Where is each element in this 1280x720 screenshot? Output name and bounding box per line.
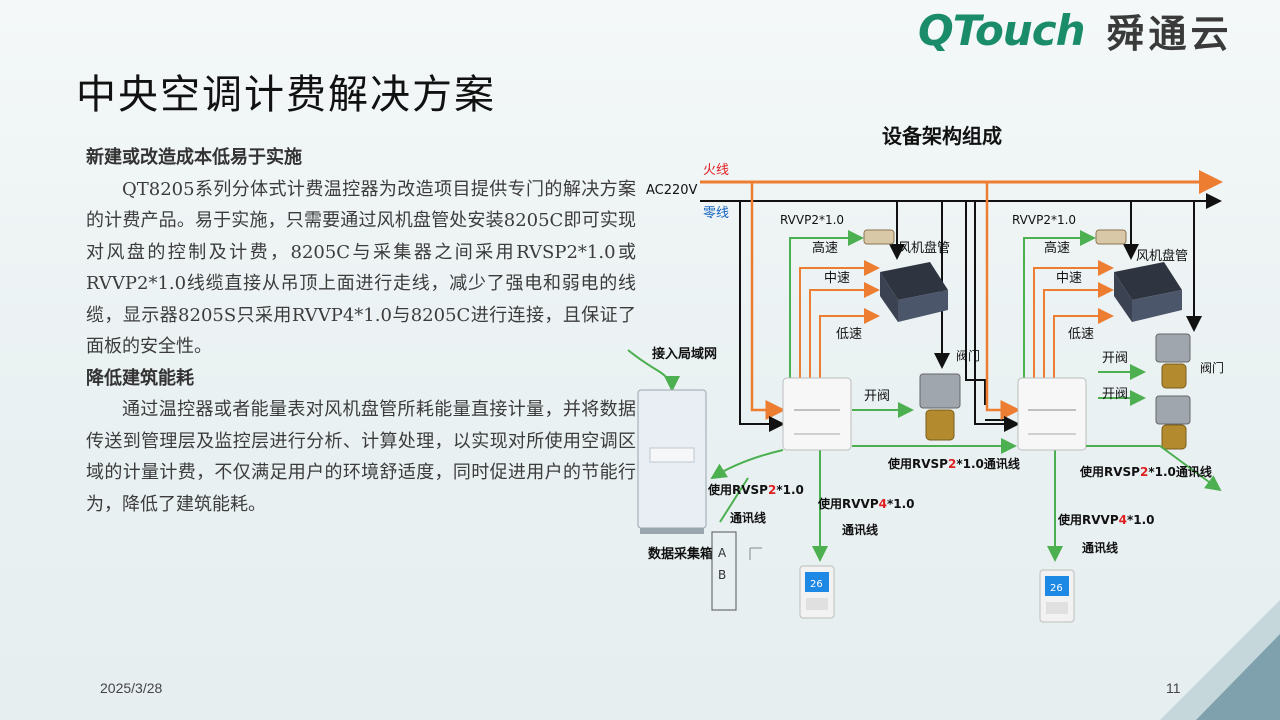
open-valve-label-3: 开阀 (1102, 387, 1128, 402)
group2-wiring (974, 182, 1202, 562)
display-temp-2: 26 (1050, 583, 1063, 594)
lan-label: 接入局域网 (652, 346, 717, 362)
footer-date: 2025/3/28 (100, 680, 163, 696)
fan-coil-label-2: 风机盘管 (1136, 248, 1188, 264)
comm-label-b: 使用RVVP4*1.0 (817, 496, 915, 511)
speed-sensor-1 (863, 229, 895, 245)
fan-coil-unit-2 (1114, 262, 1182, 322)
fan-coil-unit-1 (880, 262, 948, 322)
diagram-title: 设备架构组成 (882, 124, 1002, 148)
display-panel-2 (1039, 569, 1075, 623)
corner-decoration (1160, 600, 1280, 720)
open-valve-label-1: 开阀 (864, 389, 890, 404)
display-temp-1: 26 (810, 579, 823, 590)
bus-label-b: B (718, 568, 726, 582)
high-speed-label-2: 高速 (1044, 240, 1070, 256)
section1-body: QT8205系列分体式计费温控器为改造项目提供专门的解决方案的计费产品。易于实施… (86, 178, 636, 358)
logo-chinese: 舜通云 (1106, 11, 1233, 56)
slide-title: 中央空调计费解决方案 (76, 72, 496, 118)
high-speed-label-1: 高速 (812, 240, 838, 256)
collector-label: 数据采集箱 (648, 546, 713, 562)
valve-2a (1155, 333, 1191, 389)
rvvp-label-1: RVVP2*1.0 (780, 213, 844, 227)
open-valve-label-2: 开阀 (1102, 351, 1128, 366)
section2-heading: 降低建筑能耗 (86, 367, 194, 389)
valve-label-2: 阀门 (1200, 360, 1224, 375)
neutral-line-label: 零线 (703, 206, 729, 221)
thermostat-controller-1 (782, 377, 852, 451)
data-collector-box (637, 389, 707, 534)
bus-label-a: A (718, 546, 727, 560)
section1-heading: 新建或改造成本低易于实施 (86, 147, 302, 168)
text-content: 新建或改造成本低易于实施 QT8205系列分体式计费温控器为改造项目提供专门的解… (86, 142, 636, 520)
logo-english: QTouch (918, 5, 1085, 55)
comm-label-a: 使用RVSP2*1.0 (707, 482, 804, 497)
rvvp-label-2: RVVP2*1.0 (1012, 213, 1076, 227)
low-speed-label-2: 低速 (1068, 327, 1094, 342)
comm-line-b: 通讯线 (842, 522, 878, 537)
low-speed-label-1: 低速 (836, 327, 862, 342)
mid-speed-label-2: 中速 (1056, 271, 1082, 286)
ac-label: AC220V (646, 183, 698, 198)
thermostat-controller-2 (1017, 377, 1087, 451)
comm-label-e: 使用RVVP4*1.0 (1057, 512, 1155, 527)
valve-1 (919, 373, 961, 441)
fire-line-label: 火线 (703, 163, 729, 178)
comm-label-d: 使用RVSP2*1.0通讯线 (1079, 464, 1212, 479)
valve-2b (1155, 395, 1191, 450)
comm-label-c: 使用RVSP2*1.0通讯线 (887, 456, 1020, 471)
fan-coil-label-1: 风机盘管 (898, 240, 950, 256)
comm-bus (627, 349, 1222, 523)
page-number: 11 (1166, 680, 1181, 696)
comm-line-e: 通讯线 (1082, 540, 1118, 555)
display-panel-1 (799, 565, 835, 619)
group1-wiring (739, 182, 1010, 562)
bus-connector (711, 531, 762, 611)
valve-label-1: 阀门 (956, 348, 980, 363)
section2-body: 通过温控器或者能量表对风机盘管所耗能量直接计量，并将数据传送到管理层及监控层进行… (86, 399, 636, 515)
mid-speed-label-1: 中速 (824, 271, 850, 286)
comm-line-a: 通讯线 (730, 510, 766, 525)
brand-logo: QTouch 舜通云 (918, 5, 1233, 56)
speed-sensor-2 (1095, 229, 1127, 245)
